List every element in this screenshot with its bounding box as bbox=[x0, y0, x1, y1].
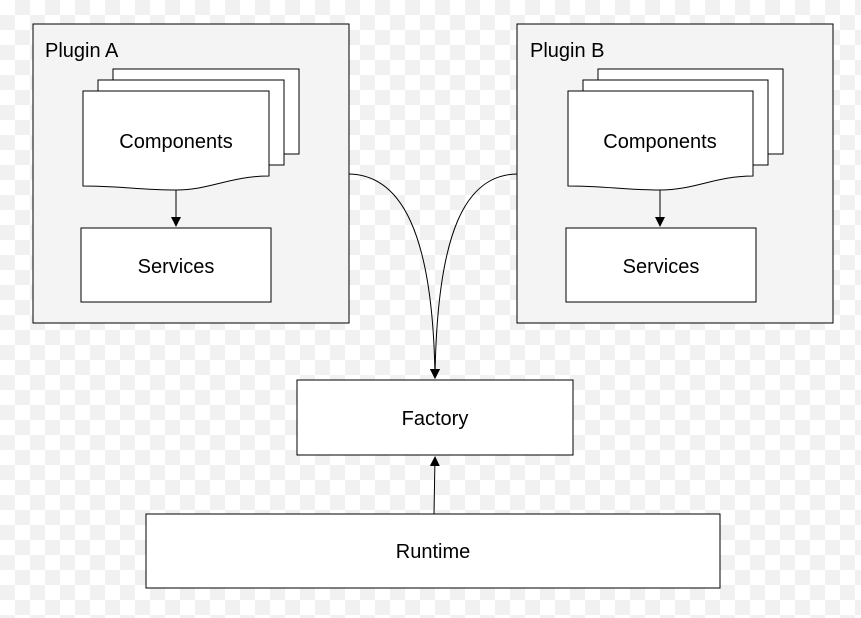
runtime-node[interactable]: Runtime bbox=[145, 513, 721, 589]
factory-label: Factory bbox=[402, 408, 469, 430]
plugin-a-components-node[interactable]: Components bbox=[82, 68, 300, 191]
factory-box bbox=[296, 379, 574, 456]
plugin-a-components-front-page bbox=[82, 90, 270, 191]
plugin-a-services-node[interactable]: Services bbox=[80, 227, 272, 303]
plugin-b-container[interactable]: Plugin B Components Services bbox=[516, 23, 834, 324]
plugin-b-to-factory-arrow bbox=[430, 173, 518, 379]
plugin-a-services-label: Services bbox=[138, 256, 215, 278]
plugin-a-container[interactable]: Plugin A Components Services bbox=[32, 23, 350, 324]
plugin-b-services-box bbox=[565, 227, 757, 303]
plugin-b-components-label: Components bbox=[603, 131, 716, 153]
runtime-box bbox=[145, 513, 721, 589]
plugin-b-services-label: Services bbox=[623, 256, 700, 278]
plugin-a-services-box bbox=[80, 227, 272, 303]
plugin-b-services-node[interactable]: Services bbox=[565, 227, 757, 303]
factory-node[interactable]: Factory bbox=[296, 379, 574, 456]
plugin-a-components-label: Components bbox=[119, 131, 232, 153]
plugin-b-components-front-page bbox=[567, 90, 754, 191]
plugin-a-title: Plugin A bbox=[45, 40, 119, 62]
runtime-label: Runtime bbox=[396, 541, 470, 563]
runtime-to-factory-arrow bbox=[429, 456, 440, 515]
plugin-b-components-node[interactable]: Components bbox=[567, 68, 784, 191]
plugin-a-to-factory-arrow bbox=[348, 173, 440, 379]
plugin-b-title: Plugin B bbox=[530, 40, 605, 62]
